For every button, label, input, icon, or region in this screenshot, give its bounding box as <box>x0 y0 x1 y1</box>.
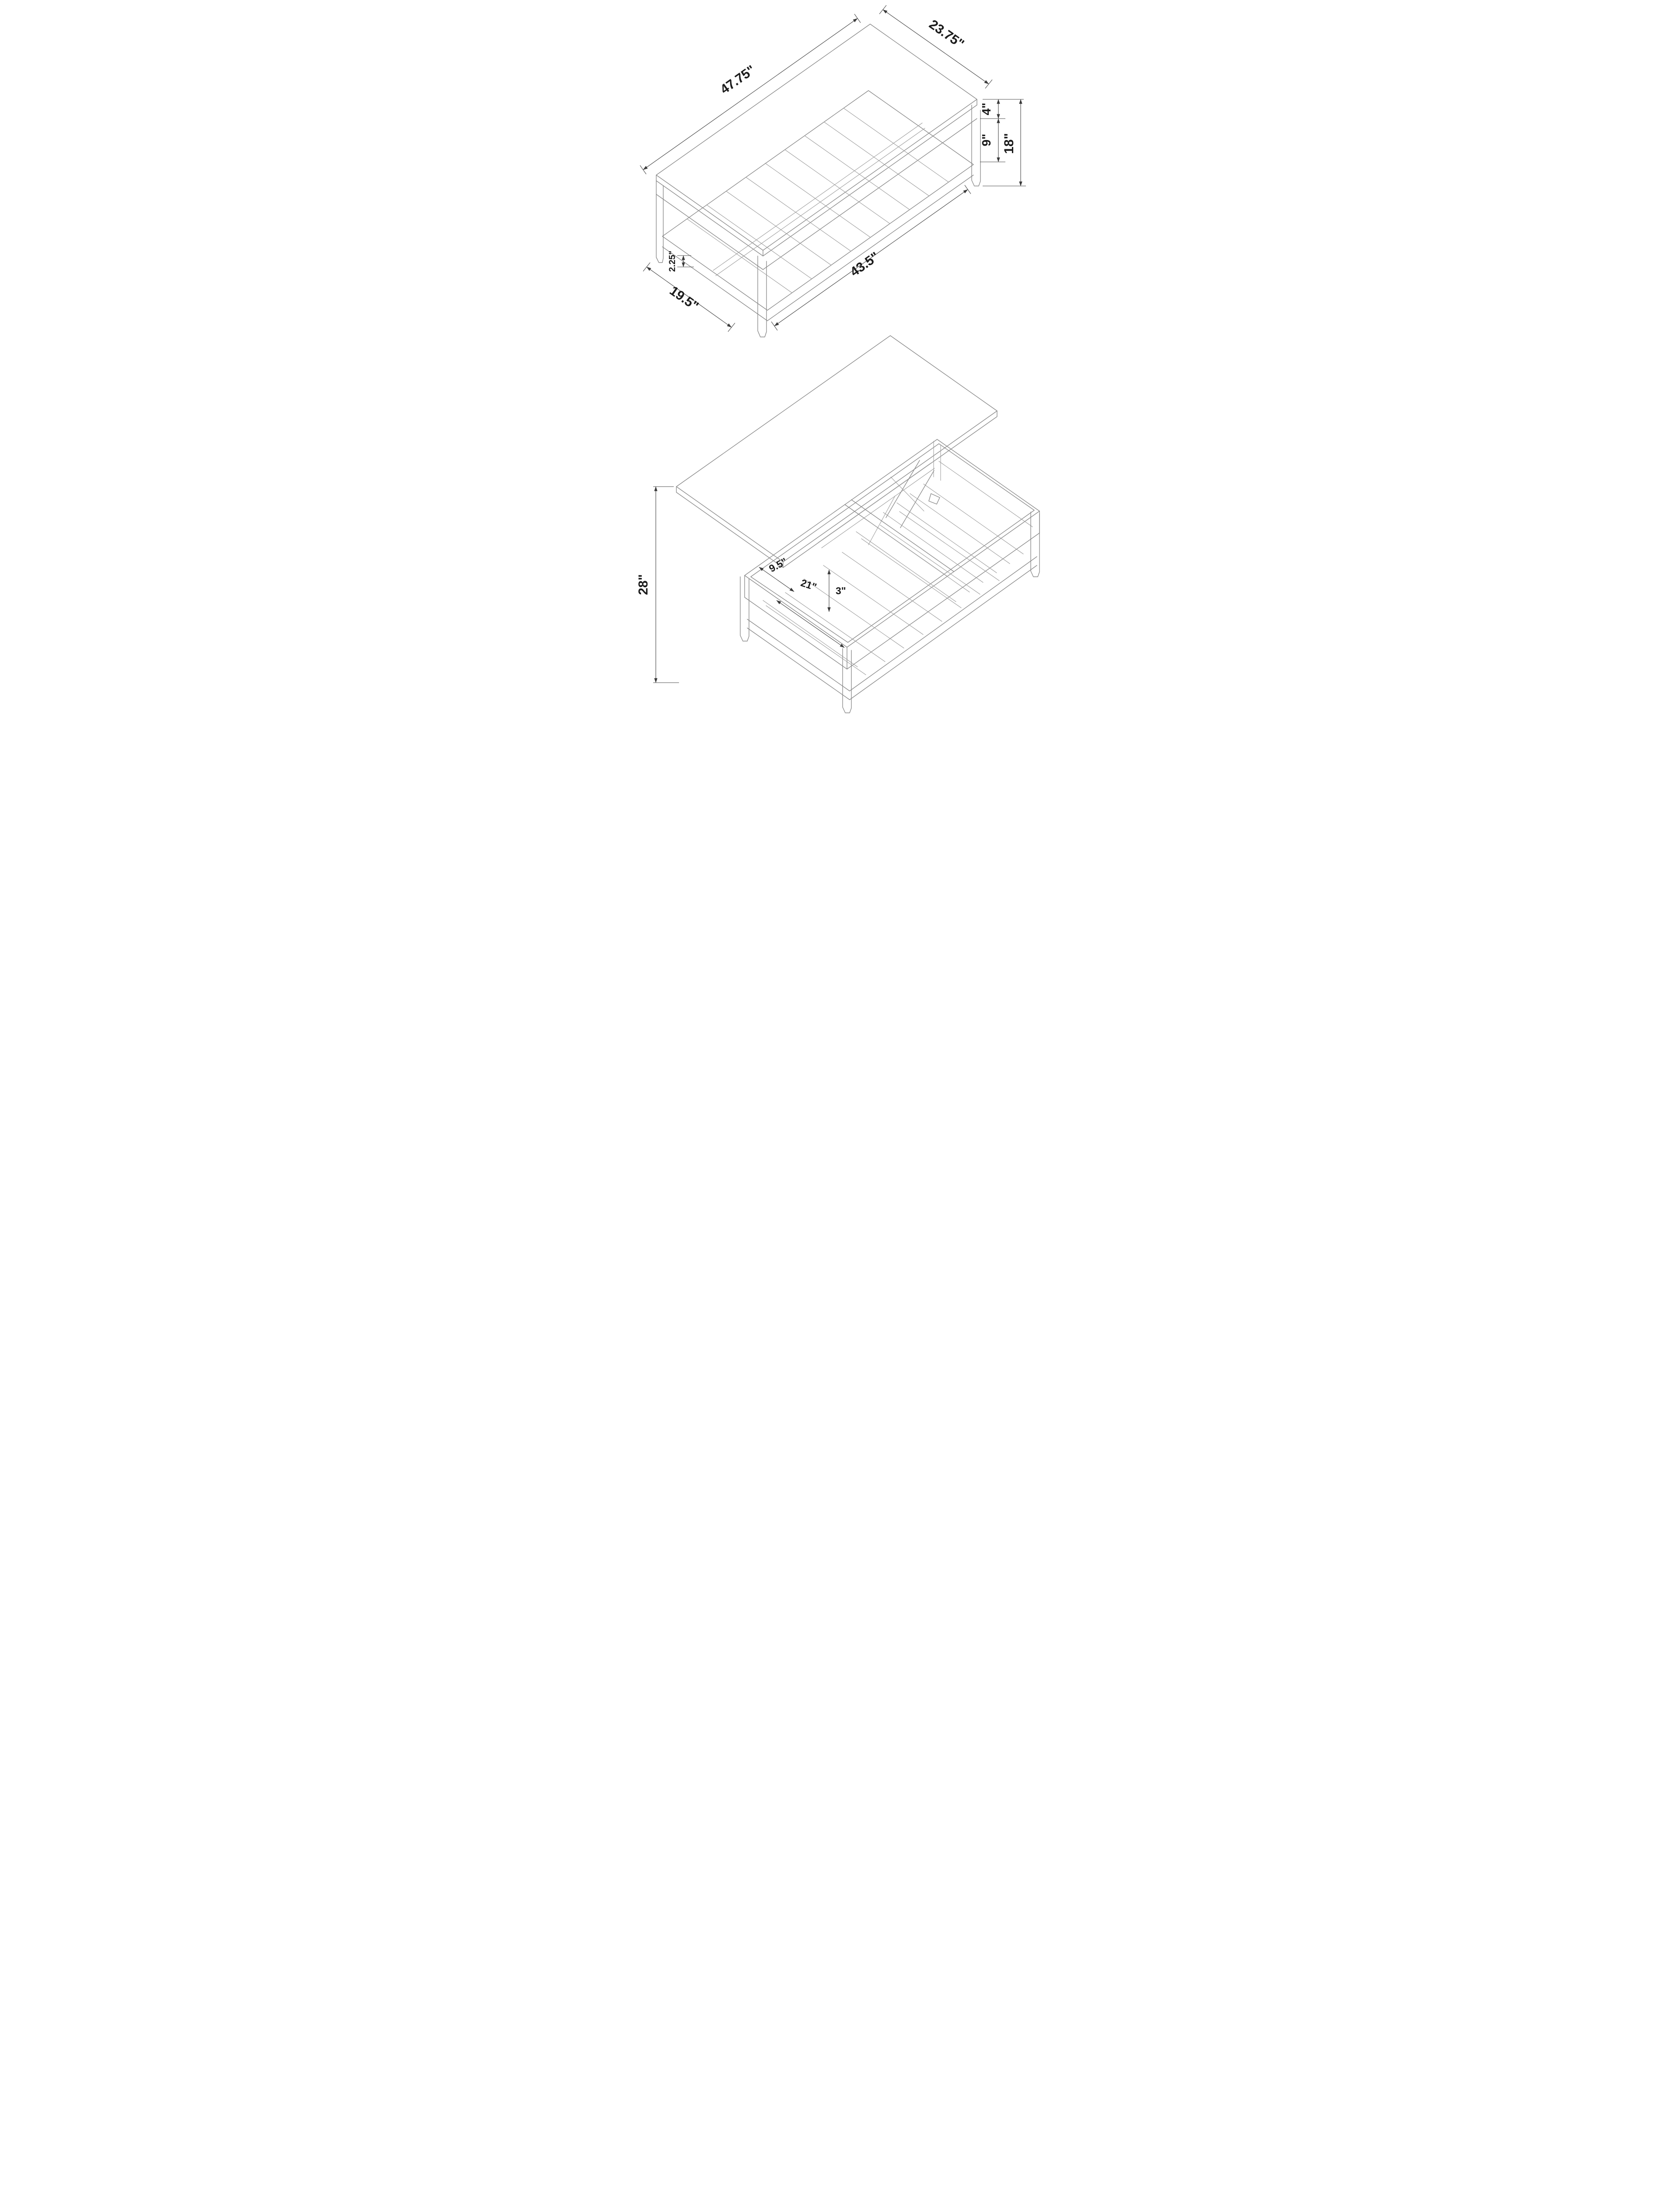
view-open-table: 28" 9.5" 21" 3" <box>636 335 1040 713</box>
open-legs <box>740 441 1040 713</box>
open-lower-shelf <box>747 511 1037 700</box>
view-closed-table: 47.75" 23.75" 4" 9" 18" <box>640 5 1026 337</box>
dim-label-tray-length: 21" <box>799 577 818 593</box>
dim-label-base-depth: 19.5" <box>667 284 701 314</box>
dim-lift-height: 28" <box>636 486 679 683</box>
open-lifted-top <box>676 335 998 568</box>
closed-apron <box>656 118 977 270</box>
dim-shelf-rail-height: 2.25" <box>668 251 694 272</box>
dim-label-apron-height: 4" <box>980 103 993 116</box>
dim-tray-length: 21" <box>776 577 845 648</box>
dim-label-top-length: 47.75" <box>718 63 758 97</box>
dim-base-depth: 19.5" <box>643 262 735 332</box>
open-lift-mechanism <box>818 460 940 548</box>
closed-tabletop <box>656 24 977 256</box>
dim-label-top-depth: 23.75" <box>926 17 966 51</box>
dim-label-divider-height: 3" <box>836 585 846 596</box>
dim-height-stack: 4" 9" 18" <box>980 99 1026 186</box>
dim-label-shelf-clearance: 9" <box>980 134 993 147</box>
dim-divider-height: 3" <box>827 569 846 612</box>
dim-label-table-height: 18" <box>1002 133 1016 154</box>
dim-top-length: 47.75" <box>640 14 861 175</box>
open-base-box <box>744 439 1040 670</box>
closed-lower-shelf <box>662 90 974 321</box>
dim-label-shelf-length: 43.5" <box>847 249 882 280</box>
closed-legs <box>656 105 981 337</box>
dim-shelf-length: 43.5" <box>771 185 971 331</box>
dim-label-shelf-rail-height: 2.25" <box>668 251 677 272</box>
coffee-table-dimension-diagram: 47.75" 23.75" 4" 9" 18" <box>636 5 1040 713</box>
dim-label-lift-height: 28" <box>636 574 651 595</box>
dim-top-depth: 23.75" <box>879 5 993 89</box>
diagram-page: 47.75" 23.75" 4" 9" 18" <box>630 0 1050 717</box>
open-compartment-slats <box>856 484 1024 602</box>
